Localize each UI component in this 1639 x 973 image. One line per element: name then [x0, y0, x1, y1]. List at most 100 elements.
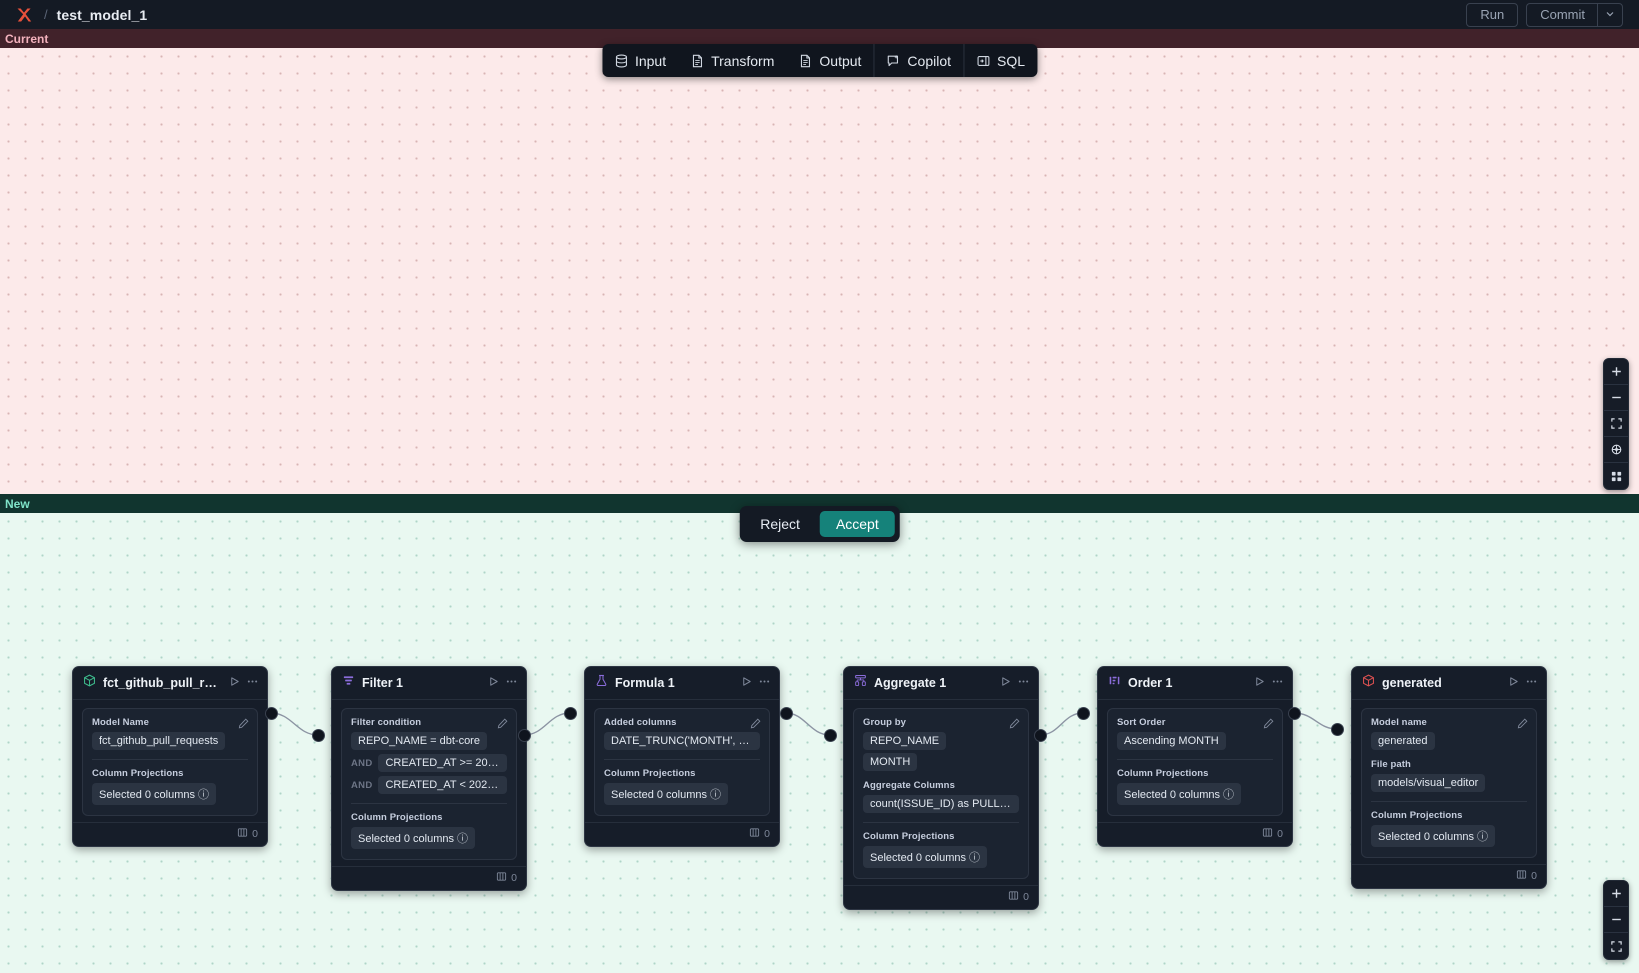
minus-icon [1611, 918, 1621, 921]
commit-button[interactable]: Commit [1526, 2, 1597, 27]
play-icon[interactable] [1508, 674, 1519, 692]
cube-icon [1362, 674, 1375, 692]
filter-conjunction-2: AND [351, 779, 373, 791]
toolbar-item-transform[interactable]: Transform [678, 44, 786, 77]
field-label-projections: Column Projections [351, 812, 443, 824]
graph-node-filter[interactable]: Filter 1 Filte [331, 666, 527, 892]
port-filter-out[interactable] [518, 729, 531, 742]
node-header: fct_github_pull_requests [73, 667, 267, 700]
ellipsis-icon[interactable] [1271, 674, 1284, 692]
projections-text: Selected 0 columns [611, 789, 707, 801]
field-divider [1371, 801, 1527, 803]
port-source-out[interactable] [265, 707, 278, 720]
ellipsis-icon[interactable] [505, 674, 518, 692]
current-canvas[interactable] [0, 48, 1639, 494]
reject-button[interactable]: Reject [744, 511, 816, 537]
columns-icon [237, 827, 248, 841]
run-button[interactable]: Run [1466, 2, 1519, 27]
aggregate-icon [854, 674, 867, 692]
field-value-aggregate-columns[interactable]: count(ISSUE_ID) as PULL_REQUEST_… [863, 795, 1019, 814]
info-icon[interactable]: ⓘ [1477, 831, 1488, 844]
pencil-icon[interactable] [238, 716, 249, 734]
port-order-in[interactable] [1077, 707, 1090, 720]
port-aggregate-out[interactable] [1034, 729, 1047, 742]
info-icon[interactable]: ⓘ [1223, 789, 1234, 802]
info-icon[interactable]: ⓘ [710, 789, 721, 801]
filter-conjunction-1: AND [351, 757, 373, 769]
ellipsis-icon[interactable] [758, 674, 771, 692]
port-filter-in[interactable] [312, 729, 325, 742]
filter-condition-chip-2[interactable]: CREATED_AT >= 2024-12-01 [378, 754, 507, 773]
projections-text: Selected 0 columns [358, 833, 454, 846]
toggle-interactivity-button[interactable] [1604, 437, 1628, 463]
ellipsis-icon[interactable] [1017, 674, 1030, 692]
field-value-model-name[interactable]: fct_github_pull_requests [92, 732, 226, 750]
new-canvas[interactable]: fct_github_pull_requests [0, 513, 1639, 973]
toolbar-item-output[interactable]: Output [786, 44, 873, 77]
info-icon[interactable]: ⓘ [198, 789, 209, 802]
field-value-sort-order[interactable]: Ascending MONTH [1117, 732, 1226, 750]
port-formula-out[interactable] [780, 707, 793, 720]
zoom-out-button[interactable] [1604, 907, 1628, 933]
graph-node-source[interactable]: fct_github_pull_requests [72, 666, 268, 848]
field-label-model-name: Model name [1371, 717, 1427, 728]
port-order-out[interactable] [1288, 707, 1301, 720]
ellipsis-icon[interactable] [246, 674, 259, 692]
port-aggregate-in[interactable] [824, 729, 837, 742]
pencil-icon[interactable] [1517, 716, 1528, 734]
filter-condition-chip-3[interactable]: CREATED_AT < 2025-03-01 [378, 776, 507, 795]
group-by-chip-2[interactable]: MONTH [863, 753, 918, 772]
field-label-projections: Column Projections [1117, 768, 1209, 780]
toolbar-item-copilot[interactable]: Copilot [873, 44, 963, 77]
toggle-minimap-button[interactable] [1604, 463, 1628, 489]
fit-view-button[interactable] [1604, 411, 1628, 437]
zoom-out-button[interactable] [1604, 385, 1628, 411]
pencil-icon[interactable] [750, 716, 761, 734]
field-divider [351, 803, 507, 805]
current-canvas-controls [1603, 358, 1629, 490]
commit-dropdown-button[interactable] [1597, 2, 1623, 27]
plus-icon [1611, 367, 1621, 376]
play-icon[interactable] [229, 674, 240, 692]
field-divider [1117, 759, 1273, 761]
play-icon[interactable] [488, 674, 499, 692]
ellipsis-icon[interactable] [1525, 674, 1538, 692]
field-value-added-columns[interactable]: DATE_TRUNC('MONTH', CREATED_AT… [604, 732, 760, 750]
zoom-in-button[interactable] [1604, 881, 1628, 907]
graph-node-generated[interactable]: generated Mode [1351, 666, 1547, 890]
pencil-icon[interactable] [1009, 716, 1020, 734]
play-icon[interactable] [1254, 674, 1265, 692]
field-label-projections: Column Projections [1371, 810, 1463, 822]
info-icon[interactable]: ⓘ [457, 833, 468, 846]
info-icon[interactable]: ⓘ [969, 852, 980, 865]
x-logo-icon[interactable] [14, 5, 34, 25]
graph-node-formula[interactable]: Formula 1 Adde [584, 666, 780, 847]
pencil-icon[interactable] [497, 716, 508, 734]
fit-view-button[interactable] [1604, 933, 1628, 959]
toolbar-item-input[interactable]: Input [602, 44, 678, 77]
port-formula-in[interactable] [564, 707, 577, 720]
field-value-file-path[interactable]: models/visual_editor [1371, 774, 1486, 793]
node-footer: 0 [844, 885, 1038, 909]
node-column-count: 0 [1023, 891, 1029, 904]
accept-button[interactable]: Accept [819, 511, 895, 537]
graph-node-order[interactable]: Order 1 Sort O [1097, 666, 1293, 848]
port-generated-in[interactable] [1331, 723, 1344, 736]
field-label-projections: Column Projections [863, 831, 955, 843]
graph-node-aggregate[interactable]: Aggregate 1 Gr [843, 666, 1039, 911]
pencil-icon[interactable] [1263, 716, 1274, 734]
play-icon[interactable] [741, 674, 752, 692]
zoom-in-button[interactable] [1604, 359, 1628, 385]
group-by-chip-1[interactable]: REPO_NAME [863, 732, 947, 750]
field-value-model-name[interactable]: generated [1371, 732, 1435, 750]
filter-condition-chip-1[interactable]: REPO_NAME = dbt-core [351, 732, 487, 750]
toolbar-item-sql[interactable]: SQL [963, 44, 1037, 77]
node-header-actions [488, 674, 518, 692]
play-icon[interactable] [1000, 674, 1011, 692]
